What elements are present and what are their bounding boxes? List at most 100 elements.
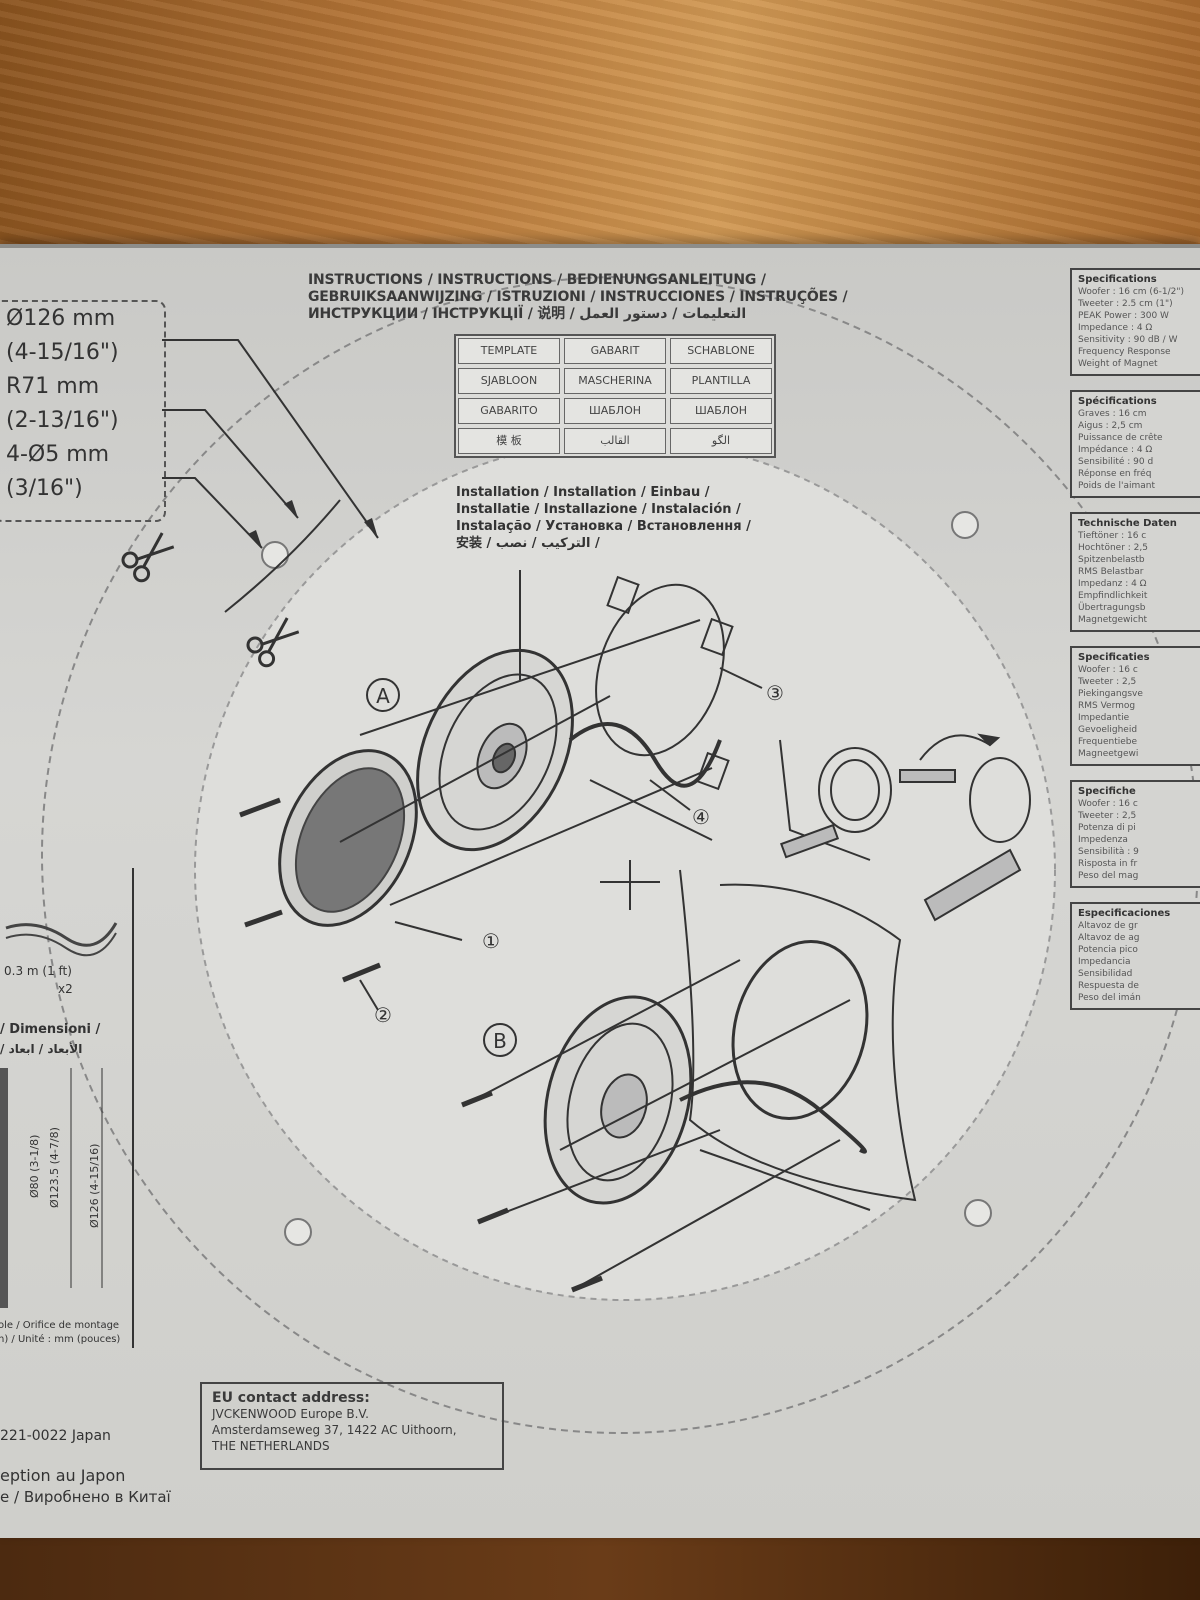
- spec-block-de: Technische Daten Tieftöner : 16 c Hochtö…: [1070, 512, 1200, 632]
- unit-label: h) / Unité : mm (pouces): [0, 1334, 121, 1345]
- spec-line: Puissance de crête: [1078, 433, 1163, 443]
- dimension-leaders: [162, 339, 379, 613]
- spec-line: Empfindlichkeit: [1078, 591, 1148, 601]
- spec-line: Spitzenbelastb: [1078, 555, 1145, 565]
- spec-line: Frequency Response: [1078, 347, 1171, 357]
- template-label: القالب: [564, 428, 666, 454]
- callout-b: B: [483, 1023, 517, 1057]
- screw-hole: [284, 1218, 312, 1246]
- spec-line: Tieftöner : 16 c: [1078, 531, 1147, 541]
- spec-block-es: Especificaciones Altavoz de gr Altavoz d…: [1070, 902, 1200, 1010]
- spec-line: Gevoeligheid: [1078, 725, 1138, 735]
- cutout-dimensions-box: Ø126 mm (4-15/16") R71 mm (2-13/16") 4-Ø…: [0, 300, 166, 522]
- template-label: MASCHERINA: [564, 368, 666, 394]
- spec-heading: Specificaties: [1078, 652, 1150, 663]
- eu-line: JVCKENWOOD Europe B.V.: [212, 1407, 369, 1421]
- spec-heading: Technische Daten: [1078, 518, 1177, 529]
- installation-diagram-a: [239, 570, 763, 1011]
- callout-4: ④: [692, 805, 710, 829]
- spec-line: Tweeter : 2.5 cm (1"): [1078, 299, 1173, 309]
- callout-1: ①: [482, 929, 500, 953]
- screw-hole: [261, 541, 289, 569]
- eu-heading: EU contact address:: [212, 1390, 370, 1406]
- spec-line: Piekingangsve: [1078, 689, 1143, 699]
- spec-line: Magneetgewi: [1078, 749, 1139, 759]
- spec-heading: Specifications: [1078, 274, 1157, 285]
- scissors-icon: [121, 532, 175, 583]
- template-label: 模 板: [458, 428, 560, 454]
- callout-a: A: [366, 678, 400, 712]
- svg-text:B: B: [493, 1029, 507, 1053]
- spec-line: Magnetgewicht: [1078, 615, 1148, 625]
- template-label: ШАБЛОН: [670, 398, 772, 424]
- spec-line: Sensibilidad: [1078, 969, 1133, 979]
- heading-line: INSTRUCTIONS / INSTRUCTIONS / BEDIENUNGS…: [308, 272, 766, 288]
- svg-text:A: A: [376, 684, 390, 708]
- dimensions-heading: / Dimensioni /: [0, 1022, 101, 1037]
- eu-line: Amsterdamseweg 37, 1422 AC Uithoorn,: [212, 1423, 457, 1437]
- installation-line: Installation / Installation / Einbau /: [456, 485, 710, 500]
- spec-line: Impedancia: [1078, 957, 1131, 967]
- spec-line: Tweeter : 2,5: [1078, 811, 1137, 821]
- hole-diameter-inch: (3/16"): [6, 476, 83, 501]
- spec-line: Aigus : 2,5 cm: [1078, 421, 1143, 431]
- spec-line: PEAK Power : 300 W: [1078, 311, 1169, 321]
- dimension-d123: Ø123.5 (4-7/8): [48, 1127, 61, 1208]
- spec-line: Peso del imán: [1078, 993, 1141, 1003]
- spec-line: RMS Belastbar: [1078, 567, 1144, 577]
- spec-block-en: Specifications Woofer : 16 cm (6-1/2") T…: [1070, 268, 1200, 376]
- screw-hole: [951, 511, 979, 539]
- template-label: الگو: [670, 428, 772, 454]
- plus-marker: [600, 860, 660, 910]
- spec-line: Woofer : 16 c: [1078, 665, 1138, 675]
- installation-heading: Installation / Installation / Einbau / I…: [456, 484, 836, 552]
- radius-mm: R71 mm: [6, 374, 100, 399]
- specifications-column: Specifications Woofer : 16 cm (6-1/2") T…: [1070, 268, 1200, 1198]
- spec-line: Impédance : 4 Ω: [1078, 445, 1153, 455]
- template-label: ШАБЛОН: [564, 398, 666, 424]
- spec-line: Weight of Magnet: [1078, 359, 1158, 369]
- heading-line: GEBRUIKSAANWIJZING / ISTRUZIONI / INSTRU…: [308, 289, 848, 305]
- installation-diagram-b: [461, 869, 917, 1293]
- installation-line: Installatie / Installazione / Instalació…: [456, 502, 741, 517]
- cable-length: 0.3 m (1 ft): [4, 964, 72, 978]
- diameter-mm: Ø126 mm: [6, 306, 116, 331]
- spec-line: Risposta in fr: [1078, 859, 1138, 869]
- heading-line: ИНСТРУКЦИИ / ІНСТРУКЦІЇ / 说明 / التعليمات…: [308, 306, 747, 322]
- spec-line: Sensitivity : 90 dB / W: [1078, 335, 1178, 345]
- spec-line: Übertragungsb: [1078, 603, 1146, 613]
- radius-inch: (2-13/16"): [6, 408, 119, 433]
- screw-hole: [964, 1199, 992, 1227]
- spec-block-nl: Specificaties Woofer : 16 c Tweeter : 2,…: [1070, 646, 1200, 766]
- installation-line: 安装 / التركيب / نصب /: [456, 536, 600, 551]
- spec-line: RMS Vermog: [1078, 701, 1136, 711]
- spec-line: Potenza di pi: [1078, 823, 1136, 833]
- spec-line: Réponse en fréq: [1078, 469, 1152, 479]
- spec-line: Potencia pico: [1078, 945, 1138, 955]
- left-accessories-panel: 0.3 m (1 ft) x2 / Dimensioni / / الأبعاد…: [0, 868, 134, 1348]
- spec-line: Impedantie: [1078, 713, 1130, 723]
- diameter-inch: (4-15/16"): [6, 340, 119, 365]
- spec-line: Impedanz : 4 Ω: [1078, 579, 1147, 589]
- eu-line: THE NETHERLANDS: [212, 1439, 330, 1453]
- made-in-line-2: e / Виробнено в Китаї: [0, 1488, 171, 1506]
- spec-heading: Specifiche: [1078, 786, 1136, 797]
- spec-line: Woofer : 16 c: [1078, 799, 1138, 809]
- leader-arrows: [248, 500, 378, 548]
- spec-line: Respuesta de: [1078, 981, 1139, 991]
- scissors-icon: [246, 617, 300, 668]
- japan-address: 221-0022 Japan: [0, 1428, 111, 1444]
- spec-line: Tweeter : 2,5: [1078, 677, 1137, 687]
- spec-line: Altavoz de gr: [1078, 921, 1138, 931]
- eu-contact-box: EU contact address: JVCKENWOOD Europe B.…: [200, 1382, 504, 1470]
- spec-line: Graves : 16 cm: [1078, 409, 1147, 419]
- quantity: x2: [58, 982, 73, 996]
- dimension-d126: Ø126 (4-15/16): [88, 1143, 101, 1228]
- spec-block-fr: Spécifications Graves : 16 cm Aigus : 2,…: [1070, 390, 1200, 498]
- template-label: GABARIT: [564, 338, 666, 364]
- template-label-grid: TEMPLATE GABARIT SCHABLONE SJABLOON MASC…: [454, 334, 776, 458]
- template-label: TEMPLATE: [458, 338, 560, 364]
- spec-line: Impedance : 4 Ω: [1078, 323, 1153, 333]
- spec-line: Altavoz de ag: [1078, 933, 1140, 943]
